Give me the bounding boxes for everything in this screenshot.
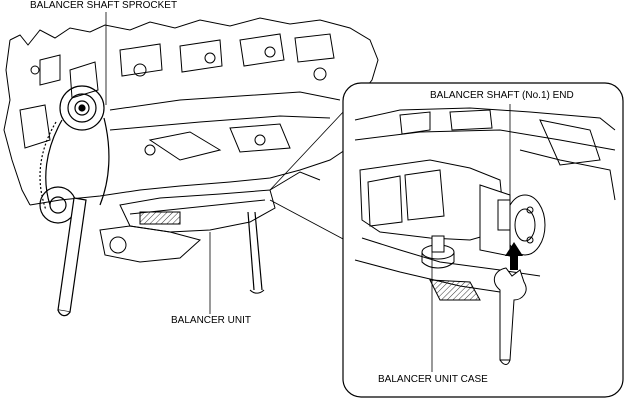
label-balancer-unit: BALANCER UNIT — [171, 315, 252, 326]
balancer-shaft-sprocket — [39, 85, 110, 224]
label-balancer-shaft-end: BALANCER SHAFT (No.1) END — [430, 90, 574, 101]
upward-arrow-icon — [505, 242, 523, 270]
label-balancer-unit-case: BALANCER UNIT CASE — [378, 374, 488, 385]
leader-lines — [105, 12, 346, 314]
holding-bar — [57, 197, 87, 317]
detail-inset — [342, 82, 624, 398]
engine-block — [3, 17, 379, 206]
balancer-unit-drawing — [99, 171, 321, 294]
label-balancer-shaft-sprocket: BALANCER SHAFT SPROCKET — [30, 0, 178, 11]
